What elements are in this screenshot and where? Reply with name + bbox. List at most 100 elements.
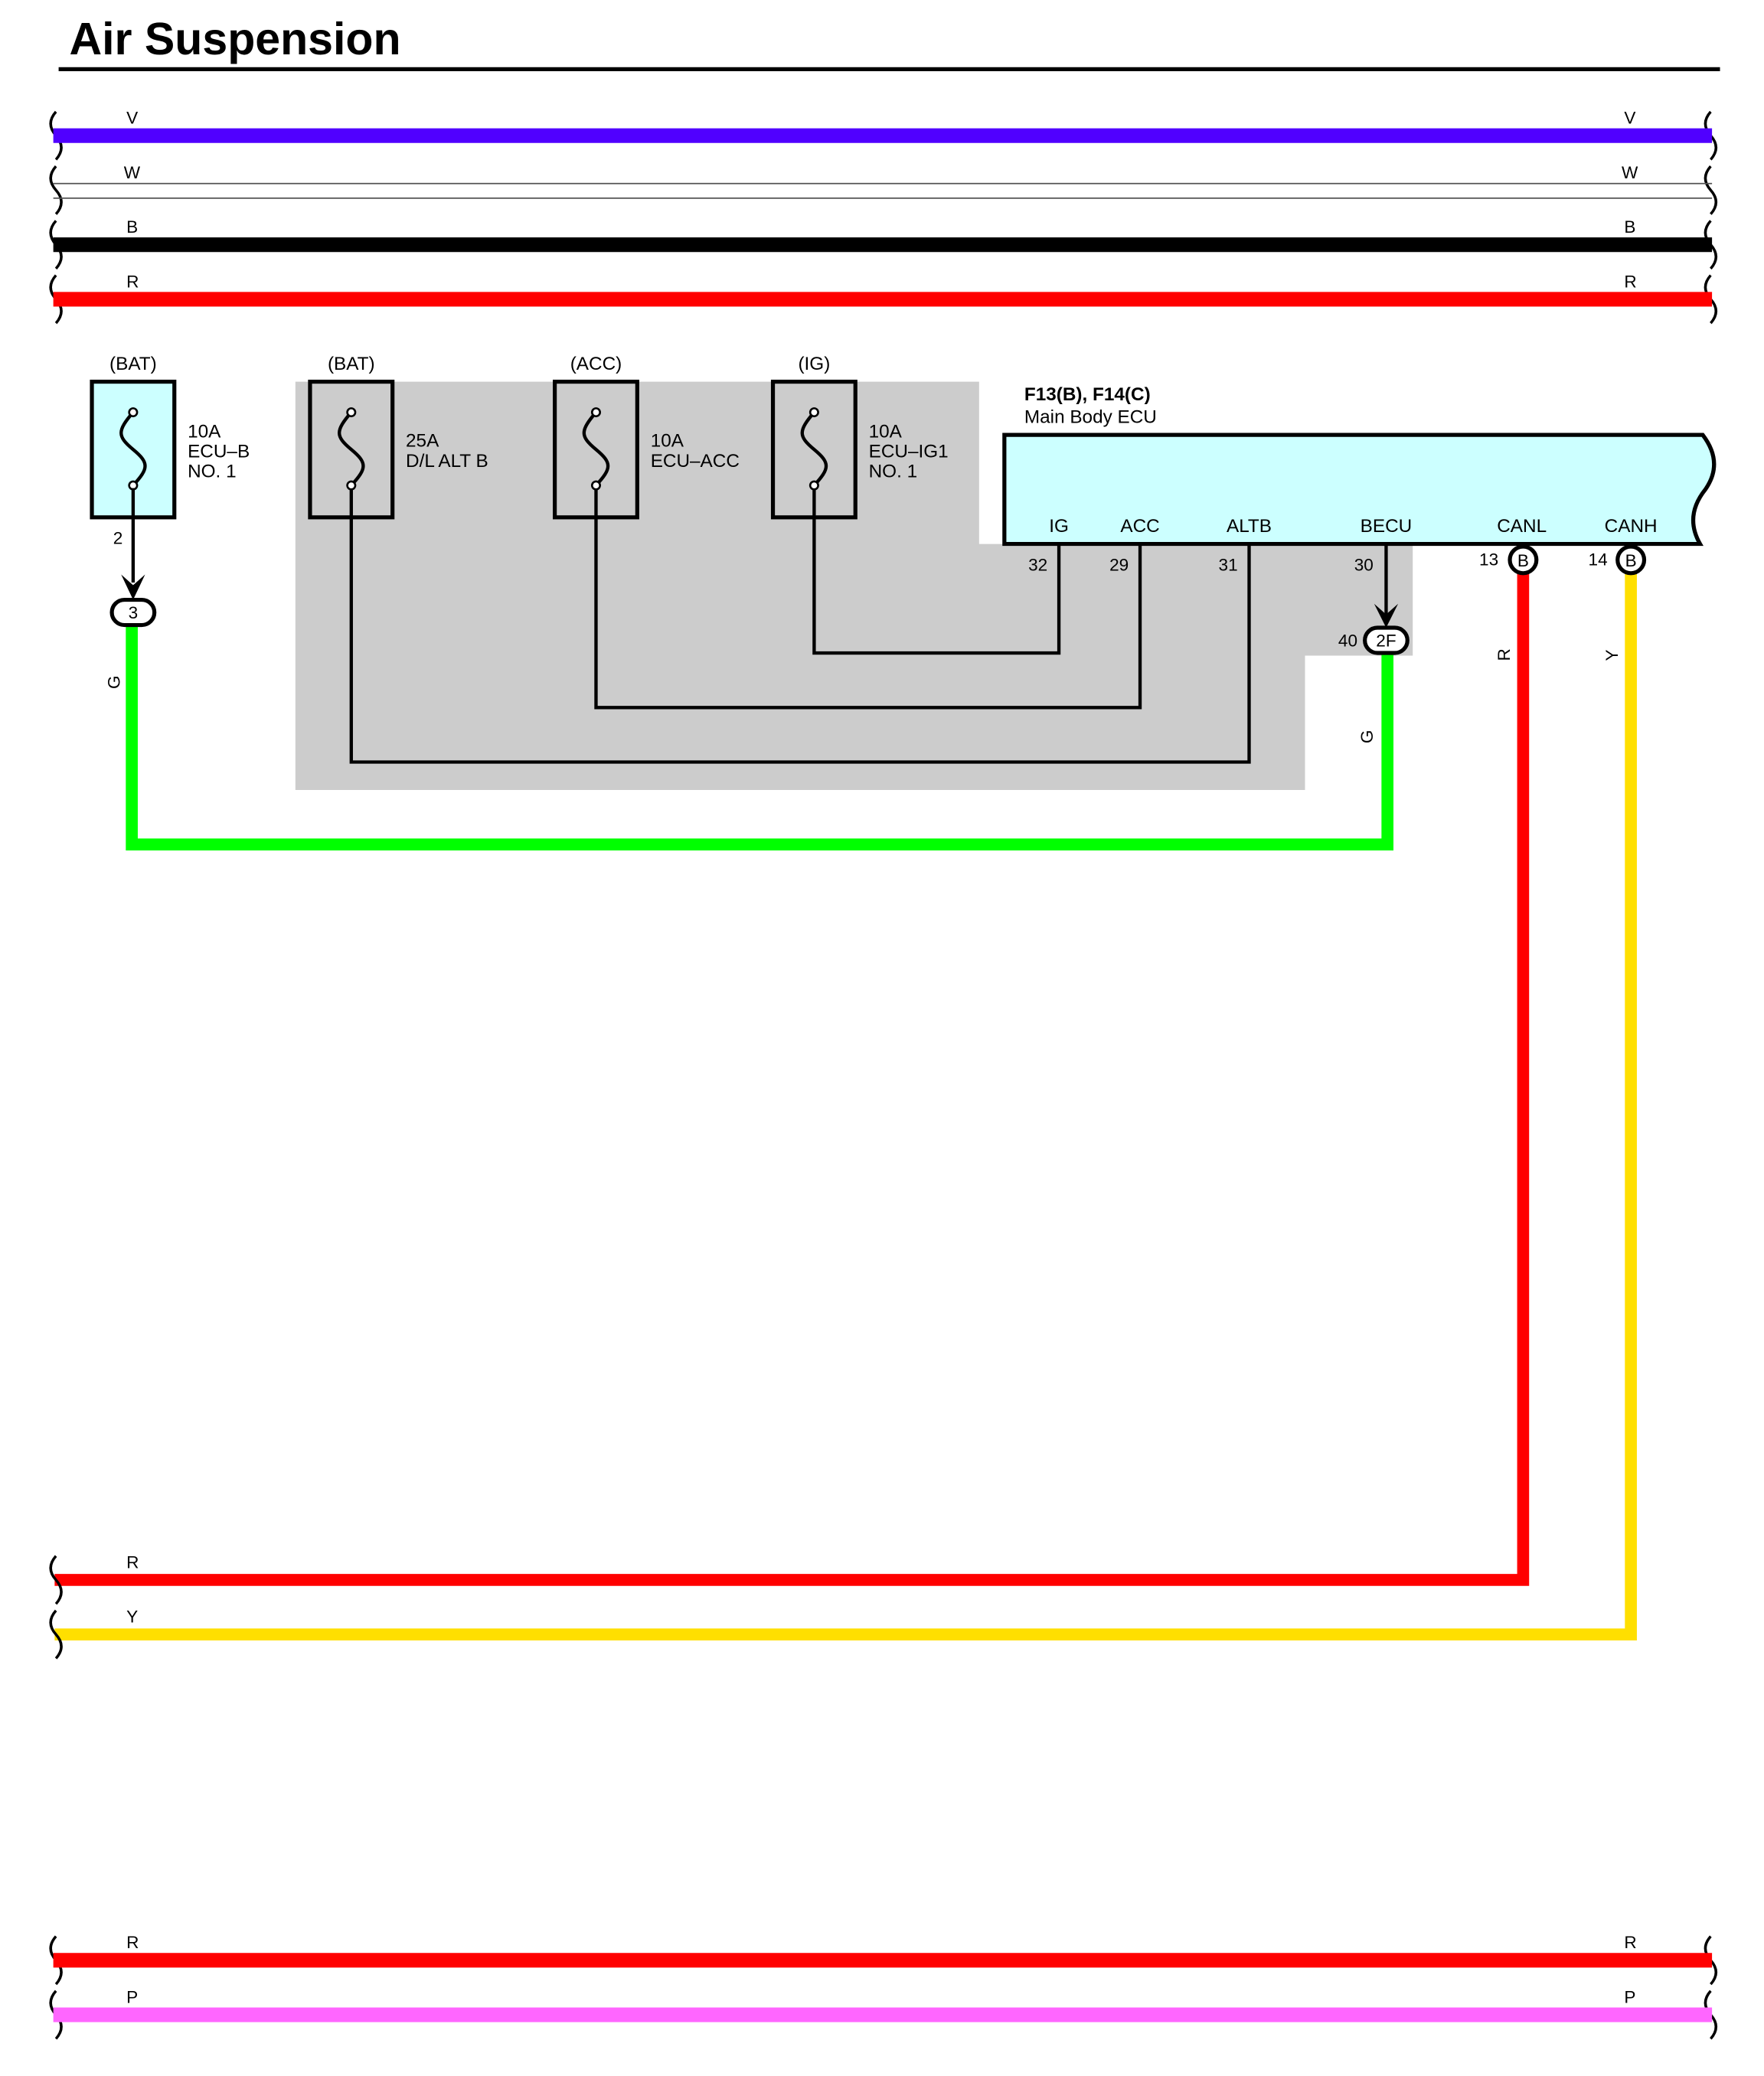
- bus-break-left: [49, 1609, 63, 1660]
- ecu-terminal-ig: IG 32: [1028, 516, 1069, 574]
- joint-connector-3: 3: [109, 597, 157, 628]
- fuse-icon: [800, 411, 828, 487]
- bus-label-right: W: [1622, 163, 1638, 182]
- connector-b-canh: B: [1615, 544, 1647, 576]
- terminal-pin: 14: [1589, 550, 1608, 569]
- terminal-label: CANL: [1497, 516, 1547, 537]
- bus-label-y: Y: [126, 1608, 138, 1627]
- connector-label: B: [1625, 551, 1637, 570]
- fuse-rating: 10A: [651, 431, 684, 452]
- bus-break-right: [1704, 165, 1718, 215]
- terminal-label: BECU: [1361, 516, 1413, 537]
- fuse-box: [553, 380, 639, 520]
- arrow-down-icon: [121, 574, 145, 600]
- top-bus: V V W W B B R R: [49, 109, 1718, 325]
- joint-connector-2f: 2F 40: [1338, 625, 1410, 655]
- fuse-name: ECU–IG1: [869, 442, 949, 462]
- wire-ig-feed: [812, 488, 1061, 655]
- bus-label-right: P: [1624, 1987, 1635, 2006]
- wire-canl-r: [54, 572, 1530, 1586]
- fuse-dl-alt-b: (BAT) 25A D/L ALT B: [308, 354, 488, 520]
- fuse-name-2: NO. 1: [869, 462, 918, 482]
- bus-label-left: R: [126, 1933, 139, 1952]
- wire-label-canl: R: [1494, 648, 1514, 661]
- fuse-terminal-top: [346, 407, 357, 418]
- wire-label-g-left: G: [104, 675, 123, 689]
- main-body-ecu: F13(B), F14(C) Main Body ECU IG 32 ACC 2…: [1002, 384, 1717, 574]
- terminal-pin: 31: [1219, 555, 1238, 574]
- fuse-ecu-ig1: (IG) 10A ECU–IG1 NO. 1: [770, 354, 949, 520]
- terminal-pin: 13: [1479, 550, 1498, 569]
- page-title: Air Suspension: [69, 14, 400, 64]
- terminal-pin: 32: [1028, 555, 1047, 574]
- bus-label-left: B: [126, 217, 138, 237]
- fuse-supply: (IG): [798, 354, 830, 374]
- ecu-terminal-canl: CANL 13: [1479, 516, 1547, 569]
- fuse-ecu-acc: (ACC) 10A ECU–ACC: [553, 354, 740, 520]
- fuse-terminal-top: [590, 407, 601, 418]
- ecu-terminal-becu: BECU 30: [1354, 516, 1412, 574]
- joint-label: 3: [129, 603, 139, 622]
- fuse-terminal-bottom: [590, 480, 601, 491]
- fuse-box: [308, 380, 395, 520]
- bottom-bus: R R P P: [49, 1933, 1718, 2040]
- fuse-terminal-bottom: [346, 480, 357, 491]
- connector-circle: [1508, 544, 1539, 576]
- bus-label-left: R: [126, 272, 139, 291]
- fuse-supply: (BAT): [109, 354, 157, 374]
- wire-acc-feed: [594, 488, 1142, 710]
- terminal-label: ACC: [1120, 516, 1159, 537]
- fuse-terminal-top: [128, 407, 139, 418]
- fuse-terminal-bottom: [808, 480, 819, 491]
- fuse-rating: 25A: [406, 431, 439, 452]
- bus-label-r: R: [126, 1552, 139, 1572]
- connector-circle: [1615, 544, 1647, 576]
- terminal-pin: 29: [1109, 555, 1129, 574]
- fuse-terminal-top: [808, 407, 819, 418]
- bus-label-right: R: [1624, 272, 1636, 291]
- fuse-name: ECU–B: [188, 442, 250, 462]
- fuse-rating: 10A: [869, 422, 903, 442]
- bus-wire-v: V V: [49, 109, 1718, 161]
- arrow-down-icon: [1374, 603, 1399, 628]
- bus-wire-p: P P: [49, 1987, 1718, 2040]
- bus-wire-r: R R: [49, 272, 1718, 325]
- fuse-box: [770, 380, 858, 520]
- bus-label-left: W: [124, 163, 141, 182]
- fuse-rating: 10A: [188, 422, 221, 442]
- fuse-name: D/L ALT B: [406, 451, 488, 472]
- bus-wire-w: W W: [49, 163, 1718, 215]
- fuse-ecu-b: (BAT) 10A ECU–B NO. 1 2: [90, 354, 250, 548]
- joint-label: 2F: [1376, 631, 1396, 650]
- bus-label-left: V: [126, 109, 138, 128]
- wire-g: [126, 625, 1394, 851]
- fuse-icon: [338, 411, 365, 487]
- wire-label-g-right: G: [1357, 730, 1377, 744]
- bus-label-right: R: [1624, 1933, 1636, 1952]
- fuse-name-2: NO. 1: [188, 462, 237, 482]
- wire-label-canh: Y: [1602, 649, 1622, 661]
- terminal-label: IG: [1049, 516, 1069, 537]
- wire-altb-feed: [349, 488, 1251, 764]
- fuse-supply: (BAT): [328, 354, 375, 374]
- joint-shape: [109, 597, 157, 628]
- fuse-pin: 2: [113, 529, 123, 548]
- bus-wire-r: R R: [49, 1933, 1718, 1986]
- connector-label: B: [1517, 551, 1529, 570]
- bus-break-left: [49, 1555, 63, 1605]
- ecu-connectors: F13(B), F14(C): [1024, 384, 1151, 405]
- connector-b-canl: B: [1508, 544, 1539, 576]
- bus-wire-b: B B: [49, 217, 1718, 270]
- internal-wiring: [349, 488, 1251, 764]
- bus-label-right: V: [1624, 109, 1635, 128]
- bus-break-left: [49, 165, 63, 215]
- ecu-box: [1002, 432, 1717, 547]
- fuse-supply: (ACC): [570, 354, 622, 374]
- wire-canh-y: [54, 572, 1637, 1641]
- bus-label-right: B: [1624, 217, 1635, 237]
- junction-block-shading: [295, 381, 1413, 790]
- ecu-terminal-altb: ALTB 31: [1219, 516, 1272, 574]
- ecu-terminal-acc: ACC 29: [1109, 516, 1160, 574]
- ecu-terminal-canh: CANH 14: [1589, 516, 1658, 569]
